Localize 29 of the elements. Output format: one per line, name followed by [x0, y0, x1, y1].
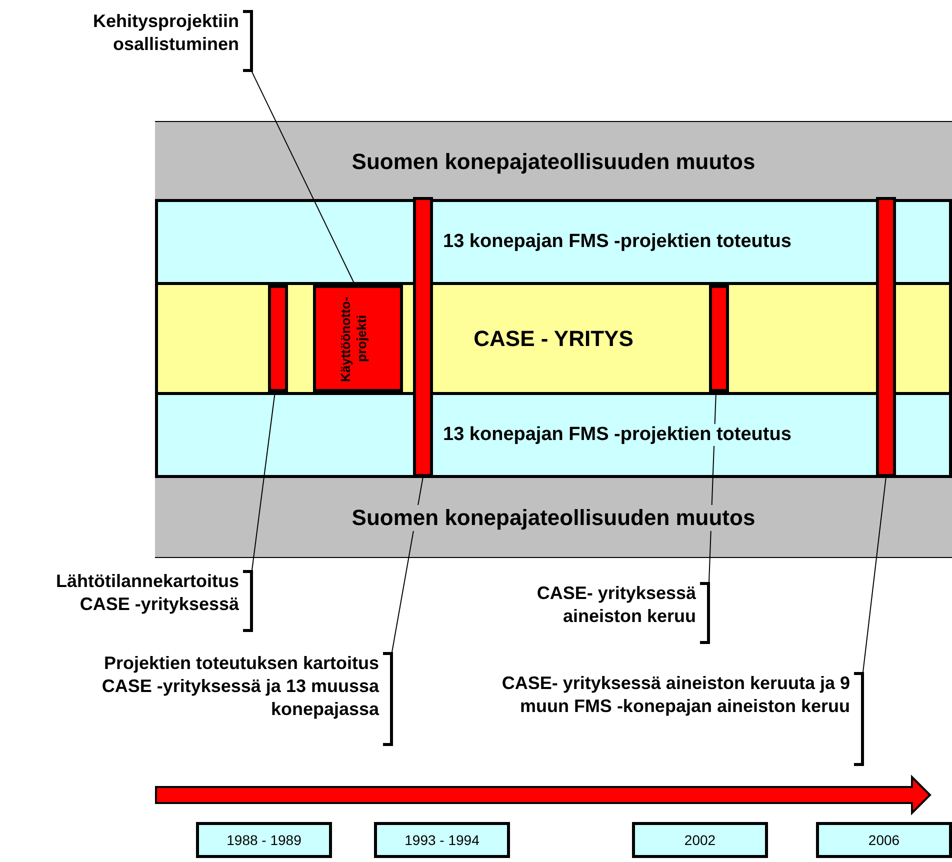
milestone-bar: [876, 197, 896, 477]
year-label: 1988 - 1989: [226, 832, 302, 848]
year-box: [816, 822, 952, 858]
callout-text: CASE- yrityksessä aineiston keruu: [536, 582, 696, 628]
year-box: [632, 822, 768, 858]
timeline-band: [155, 478, 952, 557]
callout-text: Kehitysprojektiin osallistuminen: [92, 10, 239, 56]
project-label: Käyttöönotto-projekti: [338, 294, 370, 384]
leader-line: [392, 476, 424, 652]
callout-text: CASE- yrityksessä aineiston keruuta ja 9 muun FMS -konepajan aineiston keruu: [500, 672, 850, 718]
milestone-bar: [413, 197, 433, 477]
leader-line: [862, 476, 886, 672]
timeline-band: [155, 122, 952, 202]
year-label: 1993 - 1994: [404, 832, 480, 848]
band-label: Suomen konepajateollisuuden muutos: [352, 504, 756, 530]
year-box: [374, 822, 510, 858]
band-label: 13 konepajan FMS -projektien toteutus: [443, 424, 792, 446]
callout-text: Lähtötilannekartoitus CASE -yrityksessä: [54, 570, 239, 616]
milestone-bar: [268, 285, 288, 392]
milestone-bar: [709, 285, 729, 392]
callout-text: Projektien toteutuksen kartoitus CASE -yrityksessä ja 13 muussa konepajassa: [100, 652, 379, 721]
timeline-band: [155, 285, 952, 392]
year-box: [196, 822, 332, 858]
band-label: 13 konepajan FMS -projektien toteutus: [443, 231, 792, 253]
project-box: [313, 285, 403, 392]
timeline-band: [155, 392, 952, 478]
year-label: 2006: [868, 832, 900, 848]
timeline-band: [155, 199, 952, 285]
year-label: 2002: [684, 832, 716, 848]
